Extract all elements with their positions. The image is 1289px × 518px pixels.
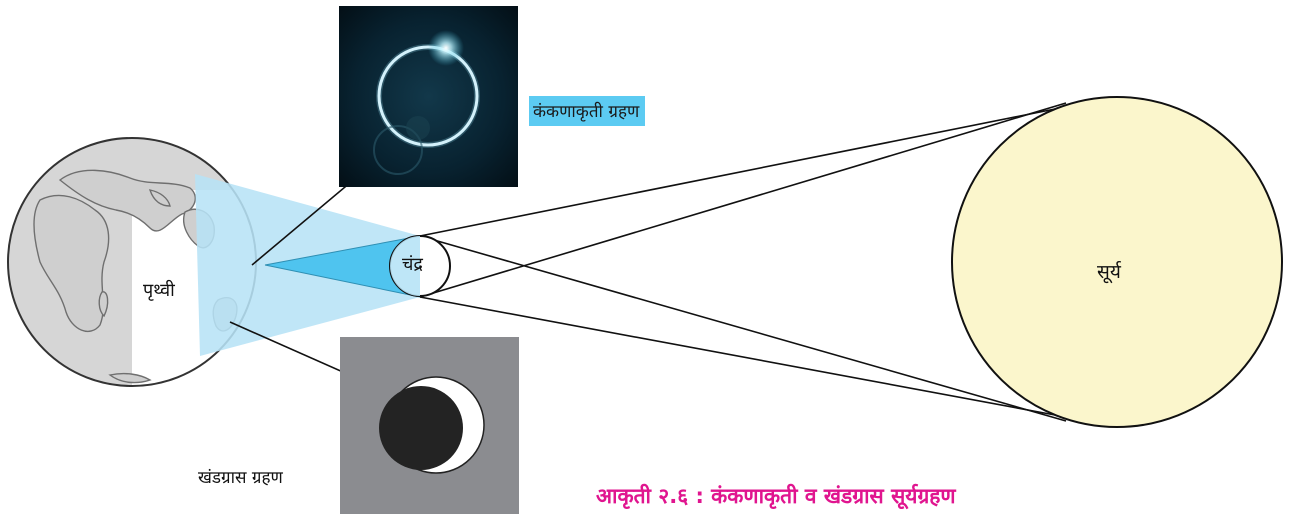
figure-caption: आकृती २.६ : कंकणाकृती व खंडग्रास सूर्यग्… (596, 484, 956, 508)
annular-eclipse-image (339, 6, 518, 187)
sun (951, 96, 1283, 428)
sun-rays (419, 102, 1067, 422)
moon-label: चंद्र (402, 254, 423, 275)
annular-eclipse-label: कंकणाकृती ग्रहण (529, 96, 646, 126)
moon (389, 235, 451, 297)
sun-label: सूर्य (1097, 261, 1121, 283)
partial-eclipse-image (340, 337, 519, 514)
partial-eclipse-label: खंडग्रास ग्रहण (198, 468, 283, 488)
earth-label: पृथ्वी (143, 280, 175, 301)
umbra-cone (265, 236, 420, 297)
